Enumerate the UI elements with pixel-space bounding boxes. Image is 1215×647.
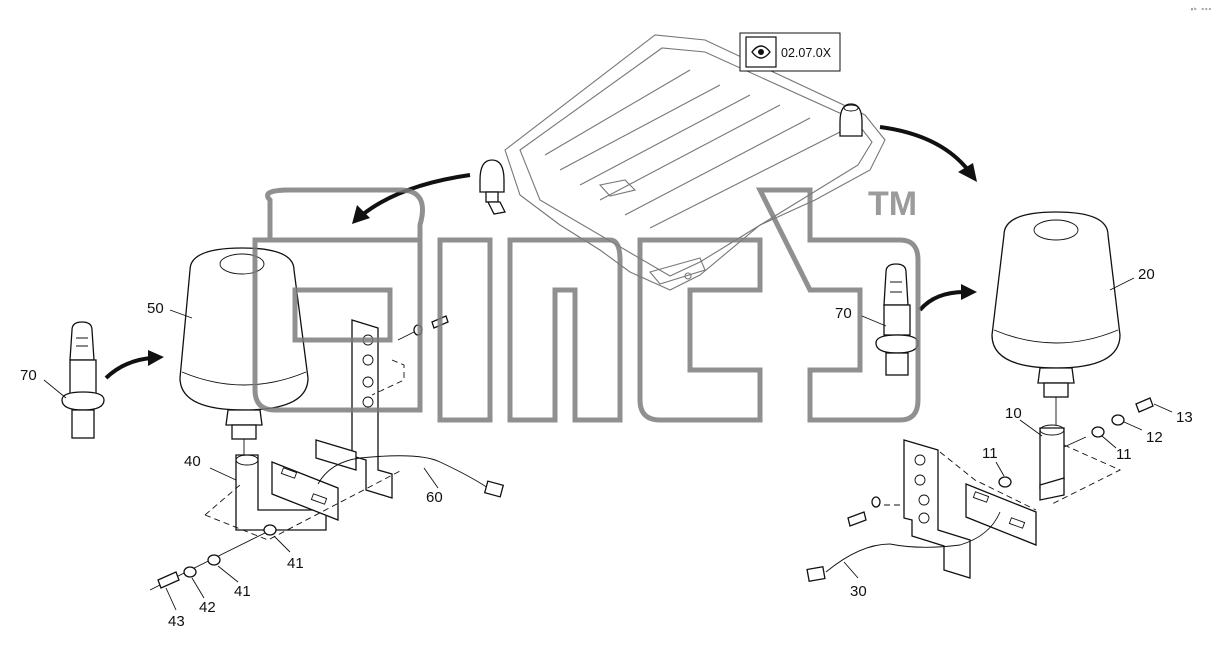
callout-20: 20 bbox=[1138, 266, 1155, 283]
watermark-trademark: TM bbox=[868, 185, 917, 223]
callout-30: 30 bbox=[850, 583, 867, 600]
assembly-line-right bbox=[939, 451, 1037, 511]
cable-right bbox=[806, 511, 1001, 583]
beacon-right bbox=[991, 211, 1121, 425]
callout-60: 60 bbox=[426, 489, 443, 506]
eye-view-icon bbox=[751, 45, 771, 59]
roof-beacon-left bbox=[479, 159, 506, 215]
callout-40: 40 bbox=[184, 453, 201, 470]
callout-11-left: 11 bbox=[982, 445, 998, 462]
cable-left bbox=[317, 455, 505, 498]
callout-41-lower: 41 bbox=[234, 583, 251, 600]
bulb-left bbox=[61, 321, 105, 439]
arrow-roof-to-right bbox=[879, 125, 970, 172]
callout-12: 12 bbox=[1146, 429, 1163, 446]
arrow-bulb-left bbox=[104, 356, 153, 380]
hardware-left bbox=[157, 524, 277, 589]
reference-box: 02.07.0X bbox=[739, 32, 841, 72]
callout-70-right: 70 bbox=[835, 305, 852, 322]
callout-42: 42 bbox=[199, 599, 216, 616]
callouts: 70 50 40 60 41 41 42 43 70 20 10 11 11 1… bbox=[20, 266, 1193, 630]
callout-10: 10 bbox=[1005, 405, 1022, 422]
callout-70-left: 70 bbox=[20, 367, 37, 384]
assembly-line-left-1 bbox=[204, 469, 403, 541]
roof-beacon-right bbox=[839, 103, 863, 137]
bulb-right bbox=[875, 263, 919, 376]
callout-41-upper: 41 bbox=[287, 555, 304, 572]
beacon-left bbox=[179, 247, 309, 455]
arrow-bulb-right bbox=[918, 290, 966, 312]
watermark: TM bbox=[252, 185, 921, 423]
corner-code: ᵍᵇ ᵒᵒᵒ bbox=[1190, 7, 1212, 14]
mount-right bbox=[965, 424, 1065, 546]
reference-code: 02.07.0X bbox=[781, 46, 832, 60]
bracket-right bbox=[903, 439, 971, 579]
callout-11-right: 11 bbox=[1116, 446, 1132, 463]
callout-13: 13 bbox=[1176, 409, 1193, 426]
cab-roof bbox=[504, 34, 886, 291]
hardware-right bbox=[847, 397, 1154, 527]
callout-43: 43 bbox=[168, 613, 185, 630]
callout-50: 50 bbox=[147, 300, 164, 317]
mount-left bbox=[235, 454, 339, 531]
